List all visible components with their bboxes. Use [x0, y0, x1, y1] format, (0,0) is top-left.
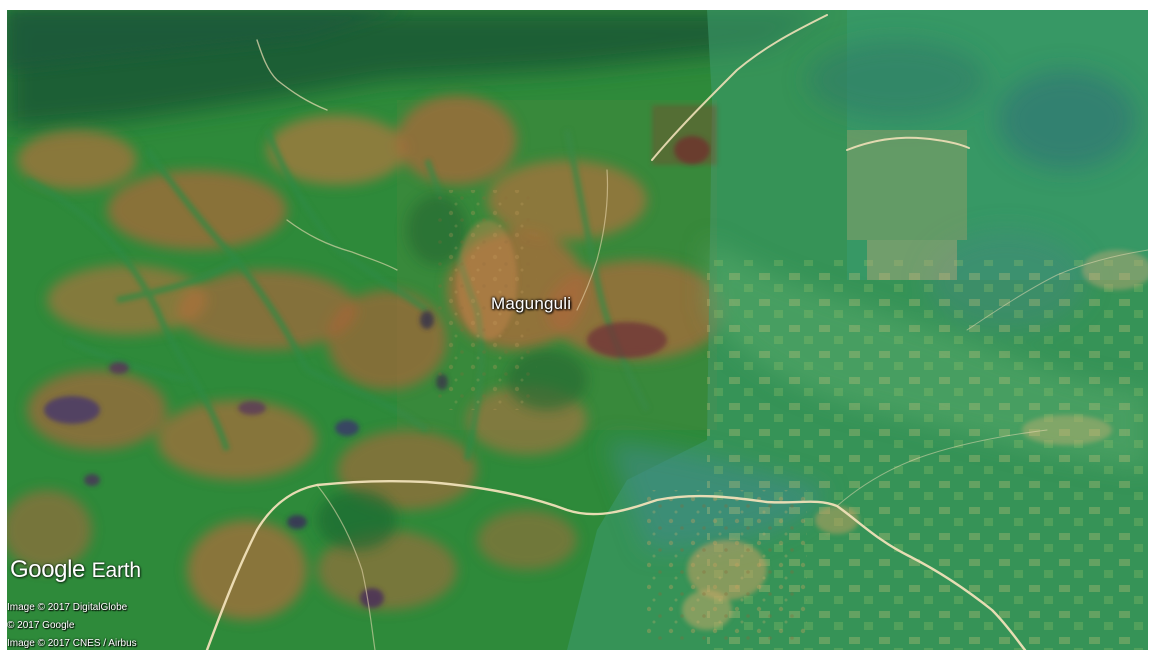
place-label: Magunguli	[491, 294, 572, 313]
imagery-credits: Image © 2017 DigitalGlobe © 2017 Google …	[7, 599, 137, 650]
google-earth-logo: Google Earth	[10, 556, 141, 584]
road-north	[651, 14, 828, 161]
credit-line: © 2017 Google	[7, 620, 75, 631]
logo-word-google: Google	[10, 556, 85, 583]
credit-line: Image © 2017 DigitalGlobe	[7, 602, 128, 613]
logo-word-earth: Earth	[91, 559, 141, 582]
satellite-imagery[interactable]	[7, 10, 1148, 650]
roads	[205, 14, 1148, 650]
credit-line: Image © 2017 CNES / Airbus	[7, 638, 137, 649]
map-viewport[interactable]: Magunguli Google Earth Image © 2017 Digi…	[7, 10, 1148, 650]
main-road-south	[205, 479, 1027, 650]
road-east	[846, 136, 970, 151]
